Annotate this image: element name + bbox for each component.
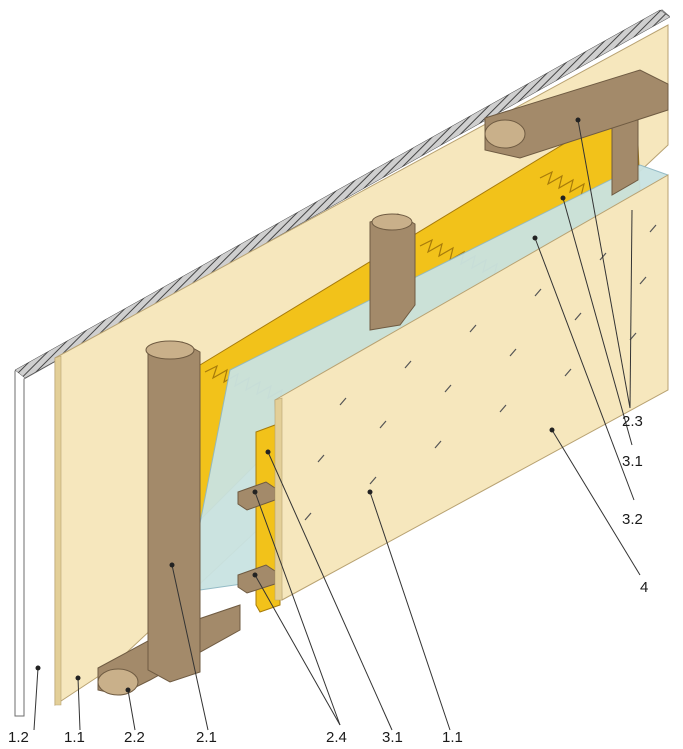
leader-1-2 [33,667,39,731]
leader-2-4-a [254,491,341,726]
leader-2-3-a [577,119,631,409]
front-board-edge [274,397,283,601]
board-top-edge-texture [14,9,671,379]
label-4: 4 [640,579,648,596]
top-beam [484,69,669,159]
leader-3-1-bottom [267,451,393,731]
leader-3-2 [534,237,635,501]
stud-left-end-grain [145,340,195,360]
label-1-1-right: 1.1 [442,729,463,746]
label-3-1-right: 3.1 [622,453,643,470]
leader-2-1 [171,564,209,731]
label-2-4: 2.4 [326,729,347,746]
leader-1-1-right [369,491,451,731]
leader-2-2 [127,689,136,731]
stud-middle-end-grain [371,213,413,231]
leader-dots [35,117,581,693]
leader-4 [551,429,641,576]
leader-2-3-b [629,209,633,409]
stud-left [147,341,201,683]
leader-3-1-right [562,197,633,446]
label-2-1: 2.1 [196,729,217,746]
label-3-1-bottom: 3.1 [382,729,403,746]
stud-middle [369,213,416,331]
leader-lines [33,119,641,731]
label-1-1-left: 1.1 [64,729,85,746]
leader-1-1-left [77,677,81,731]
label-2-3: 2.3 [622,413,643,430]
top-beam-end-grain [484,119,526,149]
label-1-2: 1.2 [8,729,29,746]
leader-2-4-b [254,574,341,726]
rear-board-edge [54,355,62,706]
bottom-plate-end-grain [97,668,139,696]
label-2-2: 2.2 [124,729,145,746]
label-3-2: 3.2 [622,511,643,528]
gypsum-board-layer [14,9,670,717]
